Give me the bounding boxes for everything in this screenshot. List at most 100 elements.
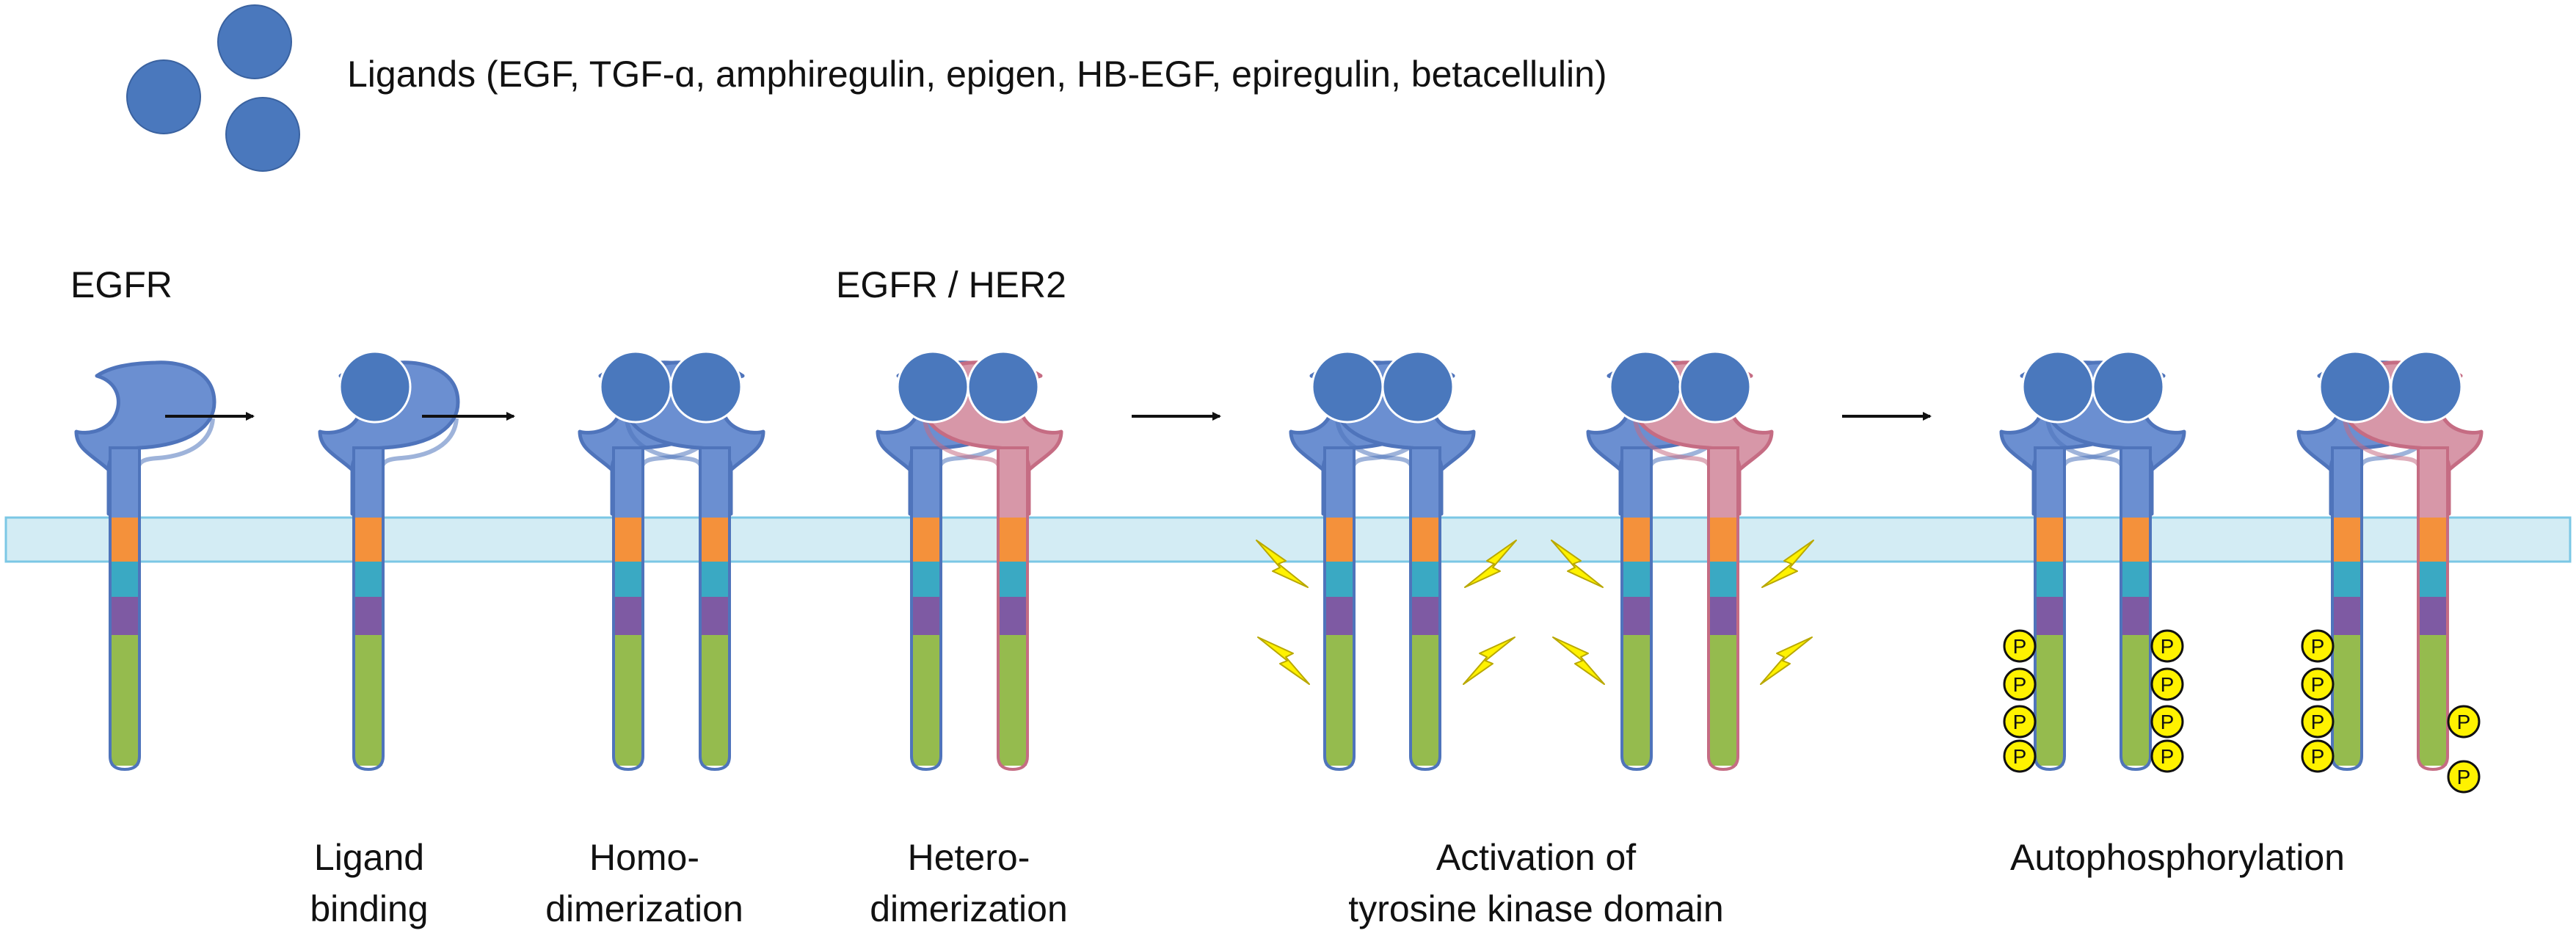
transmembrane-segment xyxy=(354,518,382,562)
kinase-domain-segment xyxy=(1623,635,1651,766)
ligand-circle xyxy=(967,350,1040,424)
activation-bolt-icon xyxy=(1761,540,1814,588)
phosphate-group-icon: P xyxy=(2150,629,2184,663)
ligand-circle xyxy=(2021,350,2095,424)
phosphate-label: P xyxy=(2311,745,2325,768)
transmembrane-segment xyxy=(999,518,1027,562)
juxtamembrane-segment xyxy=(912,562,940,597)
transmembrane-segment xyxy=(1623,518,1651,562)
kinase-domain-segment xyxy=(2036,635,2064,766)
receptor-extracellular-domain xyxy=(74,360,217,516)
linker-segment xyxy=(614,597,642,635)
phosphate-label: P xyxy=(2013,673,2027,696)
juxtamembrane-segment xyxy=(111,562,139,597)
phosphate-group-icon: P xyxy=(2301,705,2335,739)
transmembrane-segment xyxy=(111,518,139,562)
ligand-layer xyxy=(338,350,2463,424)
transmembrane-segment xyxy=(2419,518,2447,562)
phosphate-group-icon: P xyxy=(2150,705,2184,739)
stage-autophosphorylation-line1: Autophosphorylation xyxy=(2010,837,2345,878)
kinase-domain-segment xyxy=(1709,635,1737,766)
transmembrane-segment xyxy=(912,518,940,562)
transmembrane-segment xyxy=(1325,518,1353,562)
egfr-receptor xyxy=(318,360,460,772)
kinase-domain-segment xyxy=(912,635,940,766)
ligand-circle xyxy=(1381,350,1455,424)
phosphate-group-icon: P xyxy=(2150,667,2184,701)
label-egfr: EGFR xyxy=(70,264,172,305)
transmembrane-segment xyxy=(2036,518,2064,562)
kinase-domain-segment xyxy=(2333,635,2361,766)
phosphate-group-icon: P xyxy=(2447,760,2481,794)
juxtamembrane-segment xyxy=(1623,562,1651,597)
legend-ligand-circle xyxy=(126,59,201,134)
stage-heterodimerization-line2: dimerization xyxy=(870,888,1068,929)
linker-segment xyxy=(2419,597,2447,635)
phosphate-label: P xyxy=(2161,711,2175,733)
transmembrane-segment xyxy=(1709,518,1737,562)
phosphate-label: P xyxy=(2013,635,2027,658)
stage-heterodimerization-line1: Hetero- xyxy=(908,837,1030,878)
linker-segment xyxy=(2333,597,2361,635)
ligand-circle xyxy=(338,350,412,424)
legend-ligand-circle xyxy=(217,4,292,79)
phosphate-label: P xyxy=(2311,635,2325,658)
linker-segment xyxy=(999,597,1027,635)
activation-bolt-icon xyxy=(1552,636,1605,685)
phosphate-group-icon: P xyxy=(2301,739,2335,773)
transmembrane-segment xyxy=(614,518,642,562)
transmembrane-segment xyxy=(701,518,729,562)
juxtamembrane-segment xyxy=(1325,562,1353,597)
stage-homodimerization-line2: dimerization xyxy=(545,888,743,929)
stage-homodimerization-line1: Homo- xyxy=(589,837,699,878)
transmembrane-segment xyxy=(2122,518,2150,562)
stage-activation-line2: tyrosine kinase domain xyxy=(1348,888,1723,929)
activation-bolt-icon xyxy=(1551,540,1604,588)
activation-bolt-icon xyxy=(1760,636,1813,685)
egfr-receptor xyxy=(623,360,765,772)
stage-activation-line1: Activation of xyxy=(1436,837,1636,878)
juxtamembrane-segment xyxy=(614,562,642,597)
kinase-domain-segment xyxy=(2419,635,2447,766)
legend-ligand-circle xyxy=(225,97,300,172)
phosphate-group-icon: P xyxy=(2003,705,2037,739)
kinase-domain-segment xyxy=(111,635,139,766)
ligand-circle xyxy=(896,350,969,424)
linker-segment xyxy=(1325,597,1353,635)
phosphate-group-icon: P xyxy=(2447,705,2481,739)
kinase-domain-segment xyxy=(354,635,382,766)
juxtamembrane-segment xyxy=(1709,562,1737,597)
phosphate-label: P xyxy=(2161,673,2175,696)
legend-text: Ligands (EGF, TGF-ɑ, amphiregulin, epige… xyxy=(347,54,1607,95)
ligand-circle xyxy=(599,350,672,424)
phosphate-label: P xyxy=(2457,766,2471,788)
activation-bolt-icon xyxy=(1464,540,1517,588)
egfr-receptor xyxy=(74,360,217,772)
phosphate-group-icon: P xyxy=(2301,629,2335,663)
phosphate-group-icon: P xyxy=(2003,667,2037,701)
juxtamembrane-segment xyxy=(2036,562,2064,597)
linker-segment xyxy=(2036,597,2064,635)
ligand-circle xyxy=(2092,350,2165,424)
phosphate-label: P xyxy=(2311,711,2325,733)
linker-segment xyxy=(912,597,940,635)
juxtamembrane-segment xyxy=(701,562,729,597)
phosphate-label: P xyxy=(2457,711,2471,733)
label-egfr-her2: EGFR / HER2 xyxy=(836,264,1066,305)
juxtamembrane-segment xyxy=(354,562,382,597)
phosphate-label: P xyxy=(2161,745,2175,768)
ligand-circle xyxy=(2318,350,2392,424)
her2-receptor xyxy=(921,360,1063,772)
juxtamembrane-segment xyxy=(2419,562,2447,597)
juxtamembrane-segment xyxy=(2122,562,2150,597)
linker-segment xyxy=(111,597,139,635)
phosphate-group-icon: P xyxy=(2003,739,2037,773)
kinase-domain-segment xyxy=(1325,635,1353,766)
kinase-domain-segment xyxy=(2122,635,2150,766)
phosphate-group-icon: P xyxy=(2003,629,2037,663)
her2-receptor xyxy=(1631,360,1774,772)
juxtamembrane-segment xyxy=(1411,562,1439,597)
ligand-circle xyxy=(1311,350,1384,424)
stage-ligand-binding-line2: binding xyxy=(310,888,428,929)
